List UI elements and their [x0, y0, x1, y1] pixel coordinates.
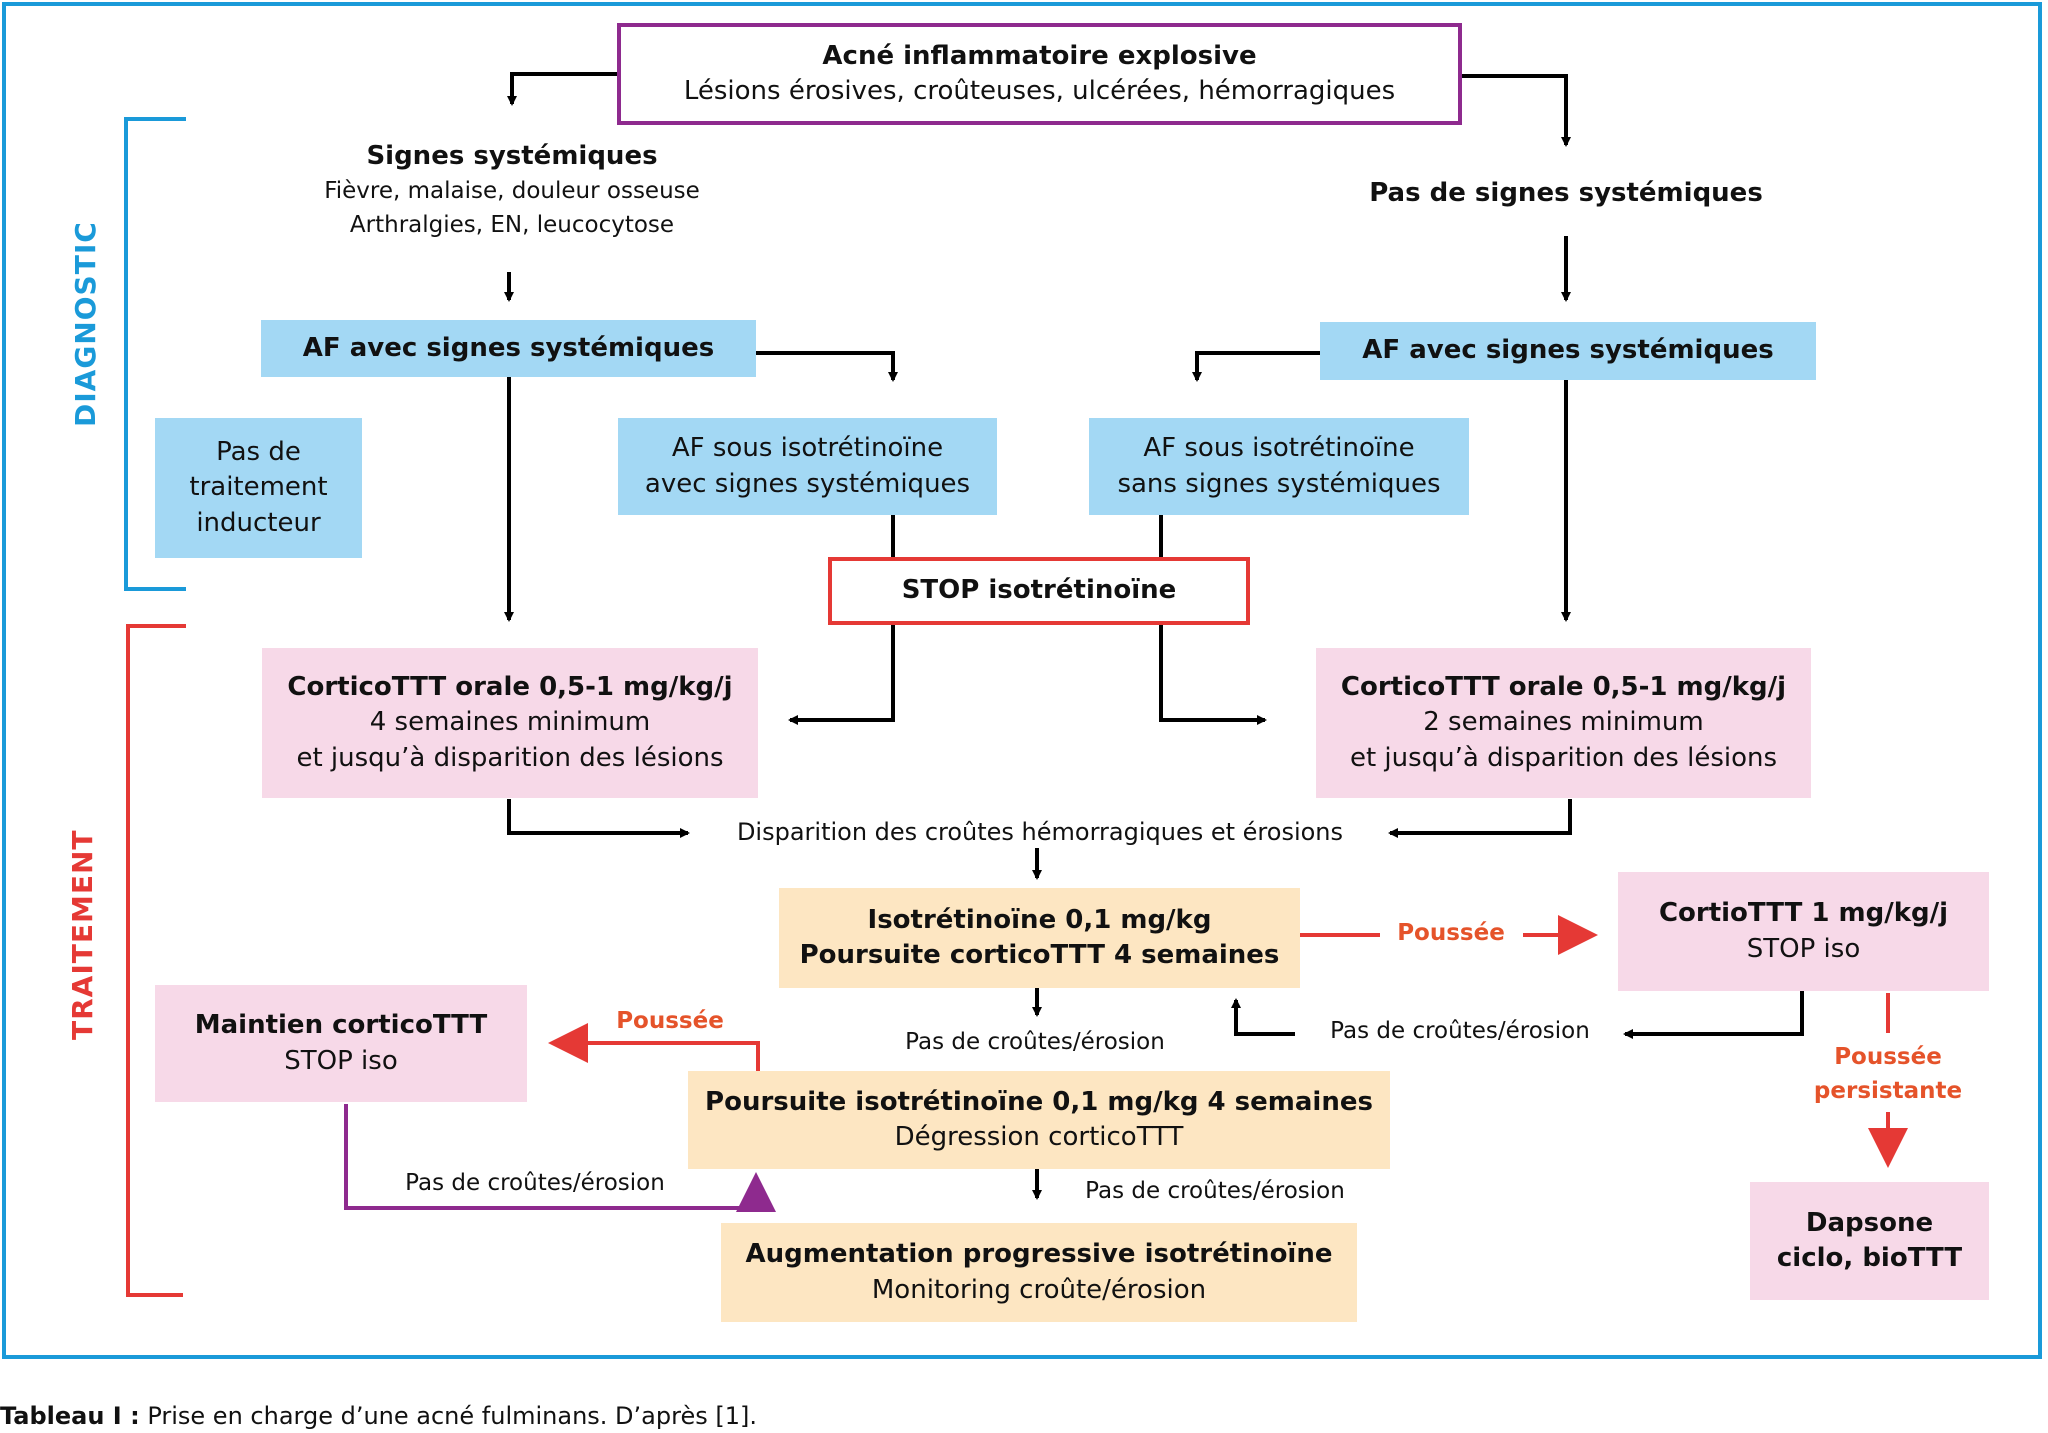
start-title: Acné inflammatoire explosive: [822, 40, 1257, 71]
cortico-left-node[interactable]: CorticoTTT orale 0,5-1 mg/kg/j 4 semaine…: [262, 648, 758, 798]
no-crust-label-left: Pas de croûtes/érosion: [405, 1170, 665, 1196]
dapsone-node[interactable]: Dapsone ciclo, bioTTT: [1750, 1182, 1989, 1300]
iso-low-node[interactable]: Isotrétinoïne 0,1 mg/kg Poursuite cortic…: [779, 888, 1300, 988]
augmentation-line1: Monitoring croûte/érosion: [871, 1274, 1207, 1305]
arrow-af-right-to-iso-without: [1192, 351, 1320, 382]
dapsone-line2: ciclo, bioTTT: [1776, 1243, 1963, 1273]
af-iso-with-line1: AF sous isotrétinoïne: [671, 433, 944, 464]
arrow-start-to-no-systemic: [1462, 74, 1571, 147]
traitement-label: TRAITEMENT: [66, 829, 99, 1041]
arrow-cortico-left-to-disappearance: [507, 799, 690, 838]
cortico-right-node[interactable]: CorticoTTT orale 0,5-1 mg/kg/j 2 semaine…: [1316, 648, 1811, 798]
systemic-signs-line1: Fièvre, malaise, douleur osseuse: [324, 178, 700, 204]
no-systemic-signs-title: Pas de signes systémiques: [1369, 178, 1763, 208]
poursuite-node[interactable]: Poursuite isotrétinoïne 0,1 mg/kg 4 sema…: [688, 1071, 1390, 1169]
af-iso-with-line2: avec signes systémiques: [644, 468, 971, 499]
poussee-persistante-label: Poussée persistante: [1808, 1040, 1968, 1108]
no-induction-node[interactable]: Pas de traitement inducteur: [155, 418, 362, 558]
iso-low-line2: Poursuite corticoTTT 4 semaines: [799, 940, 1280, 970]
augmentation-node[interactable]: Augmentation progressive isotrétinoïne M…: [721, 1223, 1357, 1322]
maintien-line1: STOP iso: [284, 1045, 398, 1076]
cortico-left-title: CorticoTTT orale 0,5-1 mg/kg/j: [287, 672, 733, 703]
cortico-right-line2: et jusqu’à disparition des lésions: [1349, 742, 1778, 773]
arrow-no-crust-to-iso-low: [1231, 998, 1295, 1036]
stop-iso-node[interactable]: STOP isotrétinoïne: [828, 557, 1250, 625]
af-iso-with-node[interactable]: AF sous isotrétinoïne avec signes systém…: [618, 418, 997, 515]
poussee-persistante-line2: persistante: [1813, 1078, 1963, 1104]
no-induction-line3: inducteur: [196, 507, 321, 538]
augmentation-title: Augmentation progressive isotrétinoïne: [745, 1239, 1333, 1270]
af-iso-without-node[interactable]: AF sous isotrétinoïne sans signes systém…: [1089, 418, 1469, 515]
start-node[interactable]: Acné inflammatoire explosive Lésions éro…: [617, 23, 1462, 125]
figure-caption: Tableau I : Prise en charge d’une acné f…: [0, 1402, 757, 1430]
traitement-bracket: [126, 624, 186, 1297]
diagram-frame: [2, 2, 2042, 1359]
diagnostic-label: DIAGNOSTIC: [69, 221, 102, 427]
arrow-poursuite-poussee-to-maintien: [548, 1023, 760, 1072]
af-left-node[interactable]: AF avec signes systémiques: [261, 320, 756, 377]
poursuite-line1: Dégression corticoTTT: [894, 1122, 1184, 1152]
arrow-stop-to-cortico-left: [788, 624, 895, 725]
no-crust-label-center: Pas de croûtes/érosion: [905, 1029, 1165, 1055]
poursuite-title: Poursuite isotrétinoïne 0,1 mg/kg 4 sema…: [705, 1086, 1373, 1117]
poussee-left-label: Poussée: [616, 1008, 724, 1034]
arrow-stop-to-cortico-right: [1159, 624, 1267, 725]
iso-low-line1: Isotrétinoïne 0,1 mg/kg: [867, 904, 1212, 935]
no-crust-label-right: Pas de croûtes/érosion: [1330, 1018, 1590, 1044]
maintien-title: Maintien corticoTTT: [194, 1010, 488, 1041]
arrow-af-left-to-iso-with: [756, 351, 898, 382]
arrow-maintien-to-poursuite: [344, 1104, 776, 1212]
arrow-start-to-systemic: [507, 72, 617, 106]
disappearance-text: Disparition des croûtes hémorragiques et…: [736, 818, 1344, 846]
af-iso-without-line1: AF sous isotrétinoïne: [1143, 433, 1415, 464]
cortico-left-line2: et jusqu’à disparition des lésions: [296, 742, 724, 773]
no-induction-line1: Pas de: [216, 437, 301, 468]
cortio-high-node[interactable]: CortioTTT 1 mg/kg/j STOP iso: [1618, 872, 1989, 991]
cortio-high-title: CortioTTT 1 mg/kg/j: [1658, 898, 1949, 929]
cortio-high-line1: STOP iso: [1746, 933, 1861, 964]
systemic-signs-line2: Arthralgies, EN, leucocytose: [349, 212, 675, 238]
maintien-node[interactable]: Maintien corticoTTT STOP iso: [155, 985, 527, 1102]
poussee-persistante-line1: Poussée: [1834, 1044, 1942, 1070]
cortico-right-line1: 2 semaines minimum: [1423, 707, 1704, 738]
af-right-node[interactable]: AF avec signes systémiques: [1320, 322, 1816, 380]
arrow-cortio-high-to-no-crust: [1623, 991, 1804, 1039]
no-induction-line2: traitement: [189, 472, 328, 503]
af-iso-without-line2: sans signes systémiques: [1117, 468, 1441, 499]
arrow-cortico-right-to-disappearance: [1388, 799, 1572, 838]
systemic-signs-node: Signes systémiques Fièvre, malaise, doul…: [280, 138, 744, 242]
cortico-left-line1: 4 semaines minimum: [369, 707, 651, 738]
cortico-right-title: CorticoTTT orale 0,5-1 mg/kg/j: [1340, 672, 1787, 703]
dapsone-line1: Dapsone: [1805, 1207, 1934, 1238]
diagnostic-bracket: [124, 117, 186, 591]
poussee-right-label: Poussée: [1397, 920, 1505, 946]
caption-label: Tableau I :: [0, 1402, 140, 1430]
start-subtitle: Lésions érosives, croûteuses, ulcérées, …: [683, 76, 1396, 106]
systemic-signs-title: Signes systémiques: [366, 141, 658, 171]
no-crust-label-bottom: Pas de croûtes/érosion: [1085, 1178, 1345, 1204]
caption-text: Prise en charge d’une acné fulminans. D’…: [139, 1402, 757, 1430]
